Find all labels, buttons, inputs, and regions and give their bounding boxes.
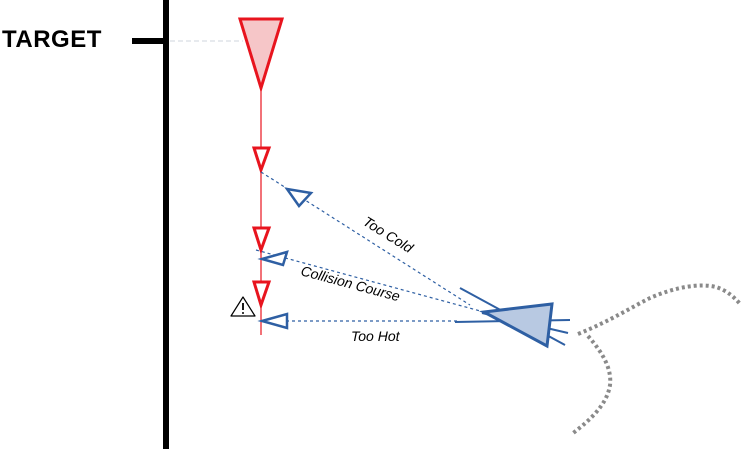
interceptor-track-upper [577, 283, 741, 336]
too-cold-path [260, 171, 471, 306]
target-marker-2 [251, 226, 272, 255]
too-cold-label: Too Cold [360, 213, 417, 257]
interceptor-marker [479, 302, 554, 349]
interceptor-track-lower [570, 334, 613, 436]
too-hot-label: Too Hot [351, 328, 401, 344]
target-marker-1 [251, 146, 272, 175]
collision-course-label: Collision Course [299, 262, 402, 304]
interceptor-arrow-hot [257, 312, 289, 330]
warning-triangle-icon [230, 296, 256, 317]
collision-path [255, 249, 496, 316]
interceptor-arrow-cold [284, 187, 314, 208]
target-label: TARGET [2, 26, 102, 53]
interceptor-arrow-collision [257, 250, 289, 267]
target-marker-3 [251, 280, 272, 310]
target-marker-large [237, 17, 285, 94]
